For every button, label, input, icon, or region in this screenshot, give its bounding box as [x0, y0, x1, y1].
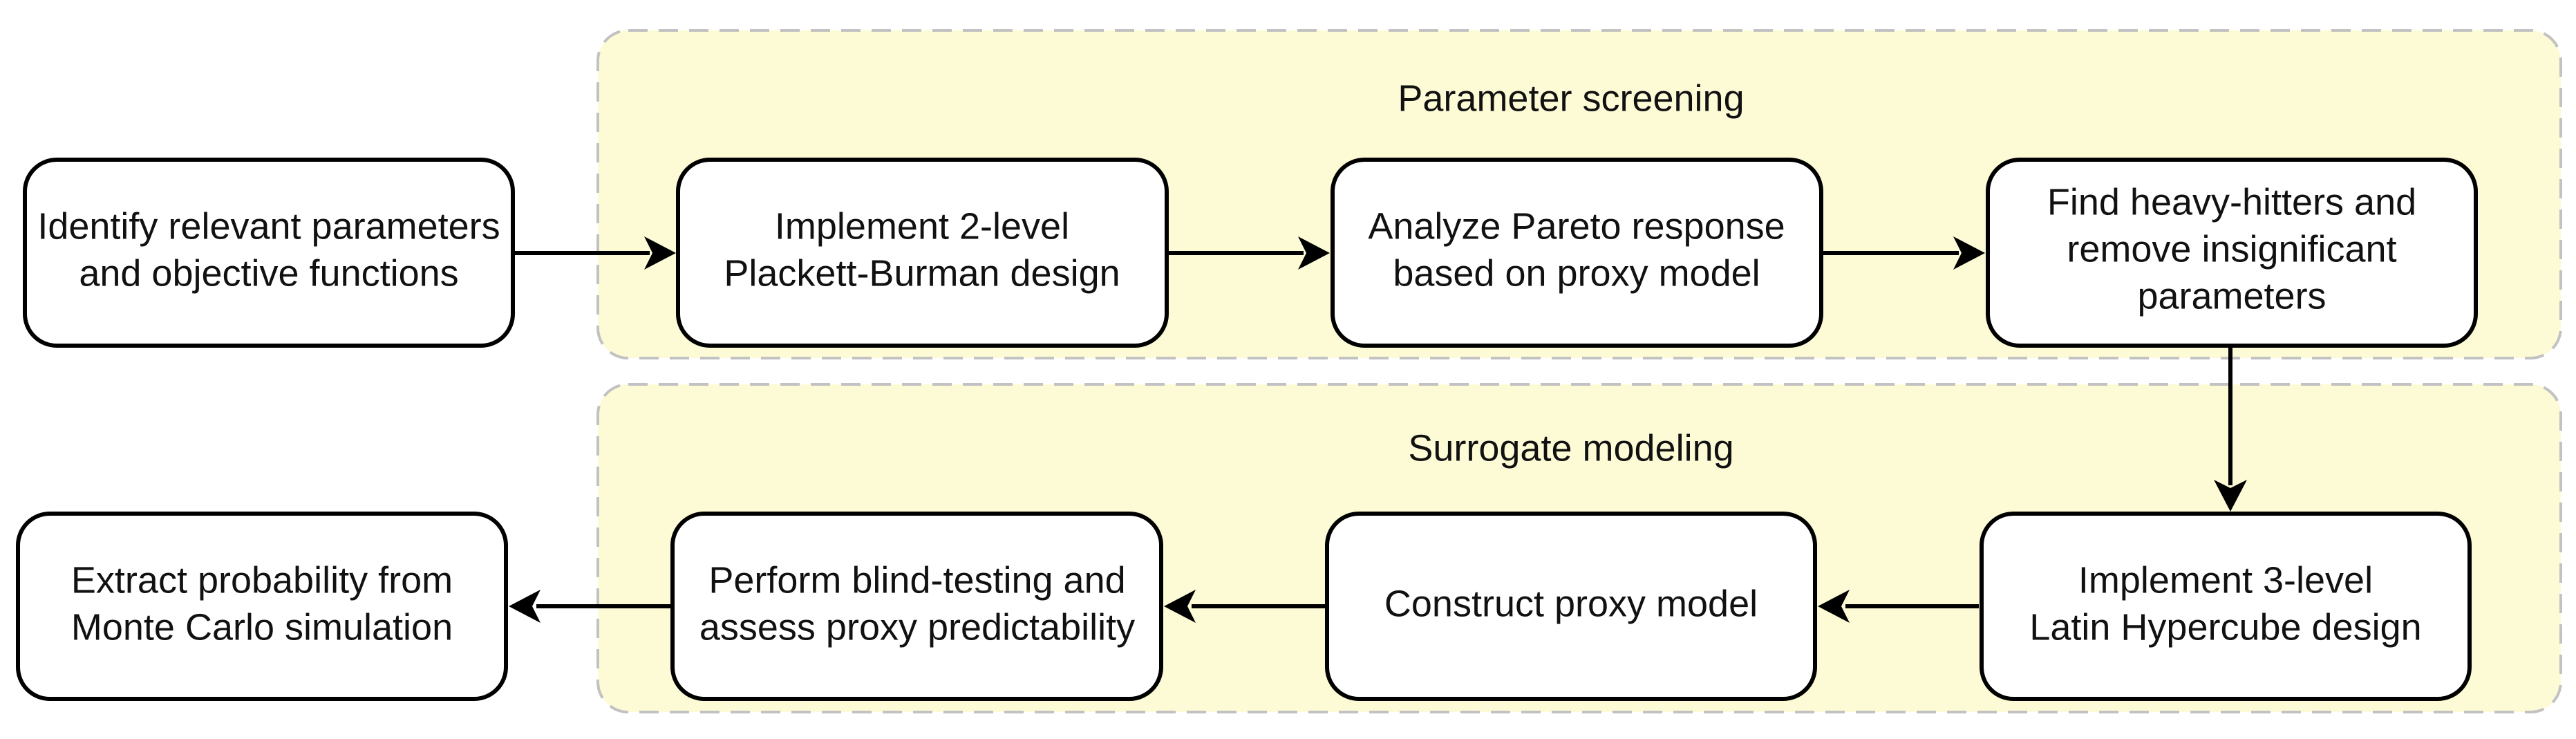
node-construct-proxy-box: [1325, 512, 1817, 701]
node-heavy-hitters: Find heavy-hitters and remove insignific…: [1986, 158, 2478, 348]
group-surrogate-modeling-title: Surrogate modeling: [1408, 427, 1733, 469]
group-parameter-screening-title: Parameter screening: [1398, 77, 1744, 119]
node-latin-hypercube-box: [1980, 512, 2472, 701]
node-plackett-burman-line-2: Plackett-Burman design: [724, 252, 1120, 294]
node-heavy-hitters-line-2: remove insignificant: [2067, 228, 2396, 270]
node-heavy-hitters-line-1: Find heavy-hitters and: [2047, 181, 2416, 223]
node-blind-testing-line-1: Perform blind-testing and: [708, 559, 1125, 601]
node-plackett-burman-line-1: Implement 2-level: [775, 205, 1069, 247]
node-blind-testing: Perform blind-testing and assess proxy p…: [670, 512, 1163, 701]
node-latin-hypercube: Implement 3-level Latin Hypercube design: [1980, 512, 2472, 701]
node-plackett-burman: Implement 2-level Plackett-Burman design: [676, 158, 1169, 348]
node-identify-parameters-line-2: and objective functions: [79, 252, 458, 294]
node-extract-probability: Extract probability from Monte Carlo sim…: [16, 512, 508, 701]
node-blind-testing-line-2: assess proxy predictability: [699, 606, 1135, 648]
node-extract-probability-line-1: Extract probability from: [71, 559, 453, 601]
arrowhead-plackett-to-pareto: [1298, 236, 1330, 270]
node-construct-proxy-line-1: Construct proxy model: [1384, 583, 1758, 624]
node-identify-parameters-box: [23, 158, 515, 348]
node-heavy-hitters-line-3: parameters: [2137, 275, 2326, 317]
node-pareto-response-box: [1331, 158, 1823, 348]
node-pareto-response: Analyze Pareto response based on proxy m…: [1331, 158, 1823, 348]
node-identify-parameters: Identify relevant parameters and objecti…: [23, 158, 515, 348]
edges: [509, 236, 2247, 623]
node-plackett-burman-box: [676, 158, 1169, 348]
arrowhead-construct-to-blind: [1164, 590, 1196, 623]
node-blind-testing-box: [670, 512, 1163, 701]
node-extract-probability-line-2: Monte Carlo simulation: [71, 606, 453, 648]
node-extract-probability-box: [16, 512, 508, 701]
arrowhead-heavy-to-latin: [2214, 480, 2247, 512]
node-latin-hypercube-line-2: Latin Hypercube design: [2029, 606, 2421, 648]
arrowhead-latin-to-construct: [1818, 590, 1850, 623]
node-pareto-response-line-2: based on proxy model: [1393, 252, 1760, 294]
node-construct-proxy: Construct proxy model: [1325, 512, 1817, 701]
node-pareto-response-line-1: Analyze Pareto response: [1368, 205, 1785, 247]
node-latin-hypercube-line-1: Implement 3-level: [2078, 559, 2373, 601]
arrowhead-pareto-to-heavy: [1953, 236, 1985, 270]
node-heavy-hitters-box: [1986, 158, 2478, 348]
arrowhead-identify-to-plackett: [644, 236, 676, 270]
node-identify-parameters-line-1: Identify relevant parameters: [37, 205, 500, 247]
arrowhead-blind-to-extract: [509, 590, 540, 623]
